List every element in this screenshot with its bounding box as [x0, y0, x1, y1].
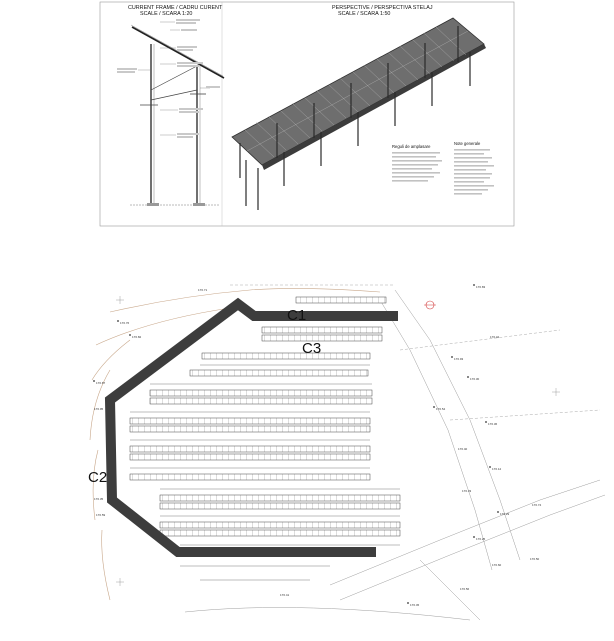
notes-heading-2: Note generale [454, 141, 481, 146]
elevation-label: 176.87 [96, 381, 106, 385]
frame-scale: SCALE / SCARA 1:20 [140, 11, 192, 17]
elevation-label: 176.36 [488, 422, 498, 426]
elevation-label: 176.71 [198, 288, 208, 292]
access-road [104, 297, 398, 557]
block-label-c3: C3 [302, 340, 321, 357]
perspective-view: PERSPECTIVE / PERSPECTIVA STELAJ SCALE /… [231, 5, 486, 210]
elevation-label: 176.59 [96, 513, 106, 517]
frame-title: CURRENT FRAME / CADRU CURENT [128, 5, 223, 11]
frame-section-view: CURRENT FRAME / CADRU CURENT SCALE / SCA… [117, 5, 225, 206]
contour-lines [89, 288, 381, 601]
top-drawing-sheet: CURRENT FRAME / CADRU CURENT SCALE / SCA… [99, 1, 515, 227]
notes-block-left: Reguli de amplasare [392, 144, 442, 182]
survey-points [93, 284, 499, 604]
elevation-label: 176.82 [132, 335, 142, 339]
elevation-label: 176.29 [500, 512, 510, 516]
elevation-label: 176.50 [530, 557, 540, 561]
elevation-label: 176.83 [476, 285, 486, 289]
elevation-label: 176.93 [454, 357, 464, 361]
elevation-label: 176.41 [280, 593, 290, 597]
elevation-label: 176.45 [410, 603, 420, 607]
panel-cells [130, 297, 400, 536]
elevation-label: 176.95 [94, 407, 104, 411]
elevation-label: 176.76 [120, 321, 130, 325]
block-label-c1: C1 [287, 307, 306, 324]
grid-crosses [116, 296, 560, 586]
elevation-label: 176.42 [490, 335, 500, 339]
elevation-label: 176.25 [476, 537, 486, 541]
elevation-label: 176.60 [492, 563, 502, 567]
elevation-label: 176.54 [436, 407, 446, 411]
notes-block-right: Note generale [454, 141, 494, 195]
perspective-scale: SCALE / SCARA 1:50 [338, 11, 390, 17]
survey-marker-red [424, 300, 436, 310]
frame-callout-text [117, 19, 220, 138]
elevation-label: 176.35 [94, 497, 104, 501]
notes-heading-1: Reguli de amplasare [392, 144, 431, 149]
elevation-label: 176.33 [462, 489, 472, 493]
perspective-legs [239, 26, 471, 210]
elevation-label: 176.74 [532, 503, 542, 507]
elevation-label: 176.40 [458, 447, 468, 451]
block-label-c2: C2 [88, 469, 107, 486]
dashed-boundary [230, 284, 601, 421]
panel-grid [243, 26, 469, 158]
parcel-lines [184, 289, 606, 621]
elevation-label: 176.30 [470, 377, 480, 381]
elevation-label: 176.12 [492, 467, 502, 471]
elevation-label: 176.56 [460, 587, 470, 591]
spot-elevations: 176.71 176.76 176.82 176.87 176.95 176.8… [94, 285, 542, 607]
site-plan: C1 C2 C3 176.71 176.76 176.82 176.87 176… [88, 284, 606, 621]
perspective-title: PERSPECTIVE / PERSPECTIVA STELAJ [332, 5, 433, 11]
